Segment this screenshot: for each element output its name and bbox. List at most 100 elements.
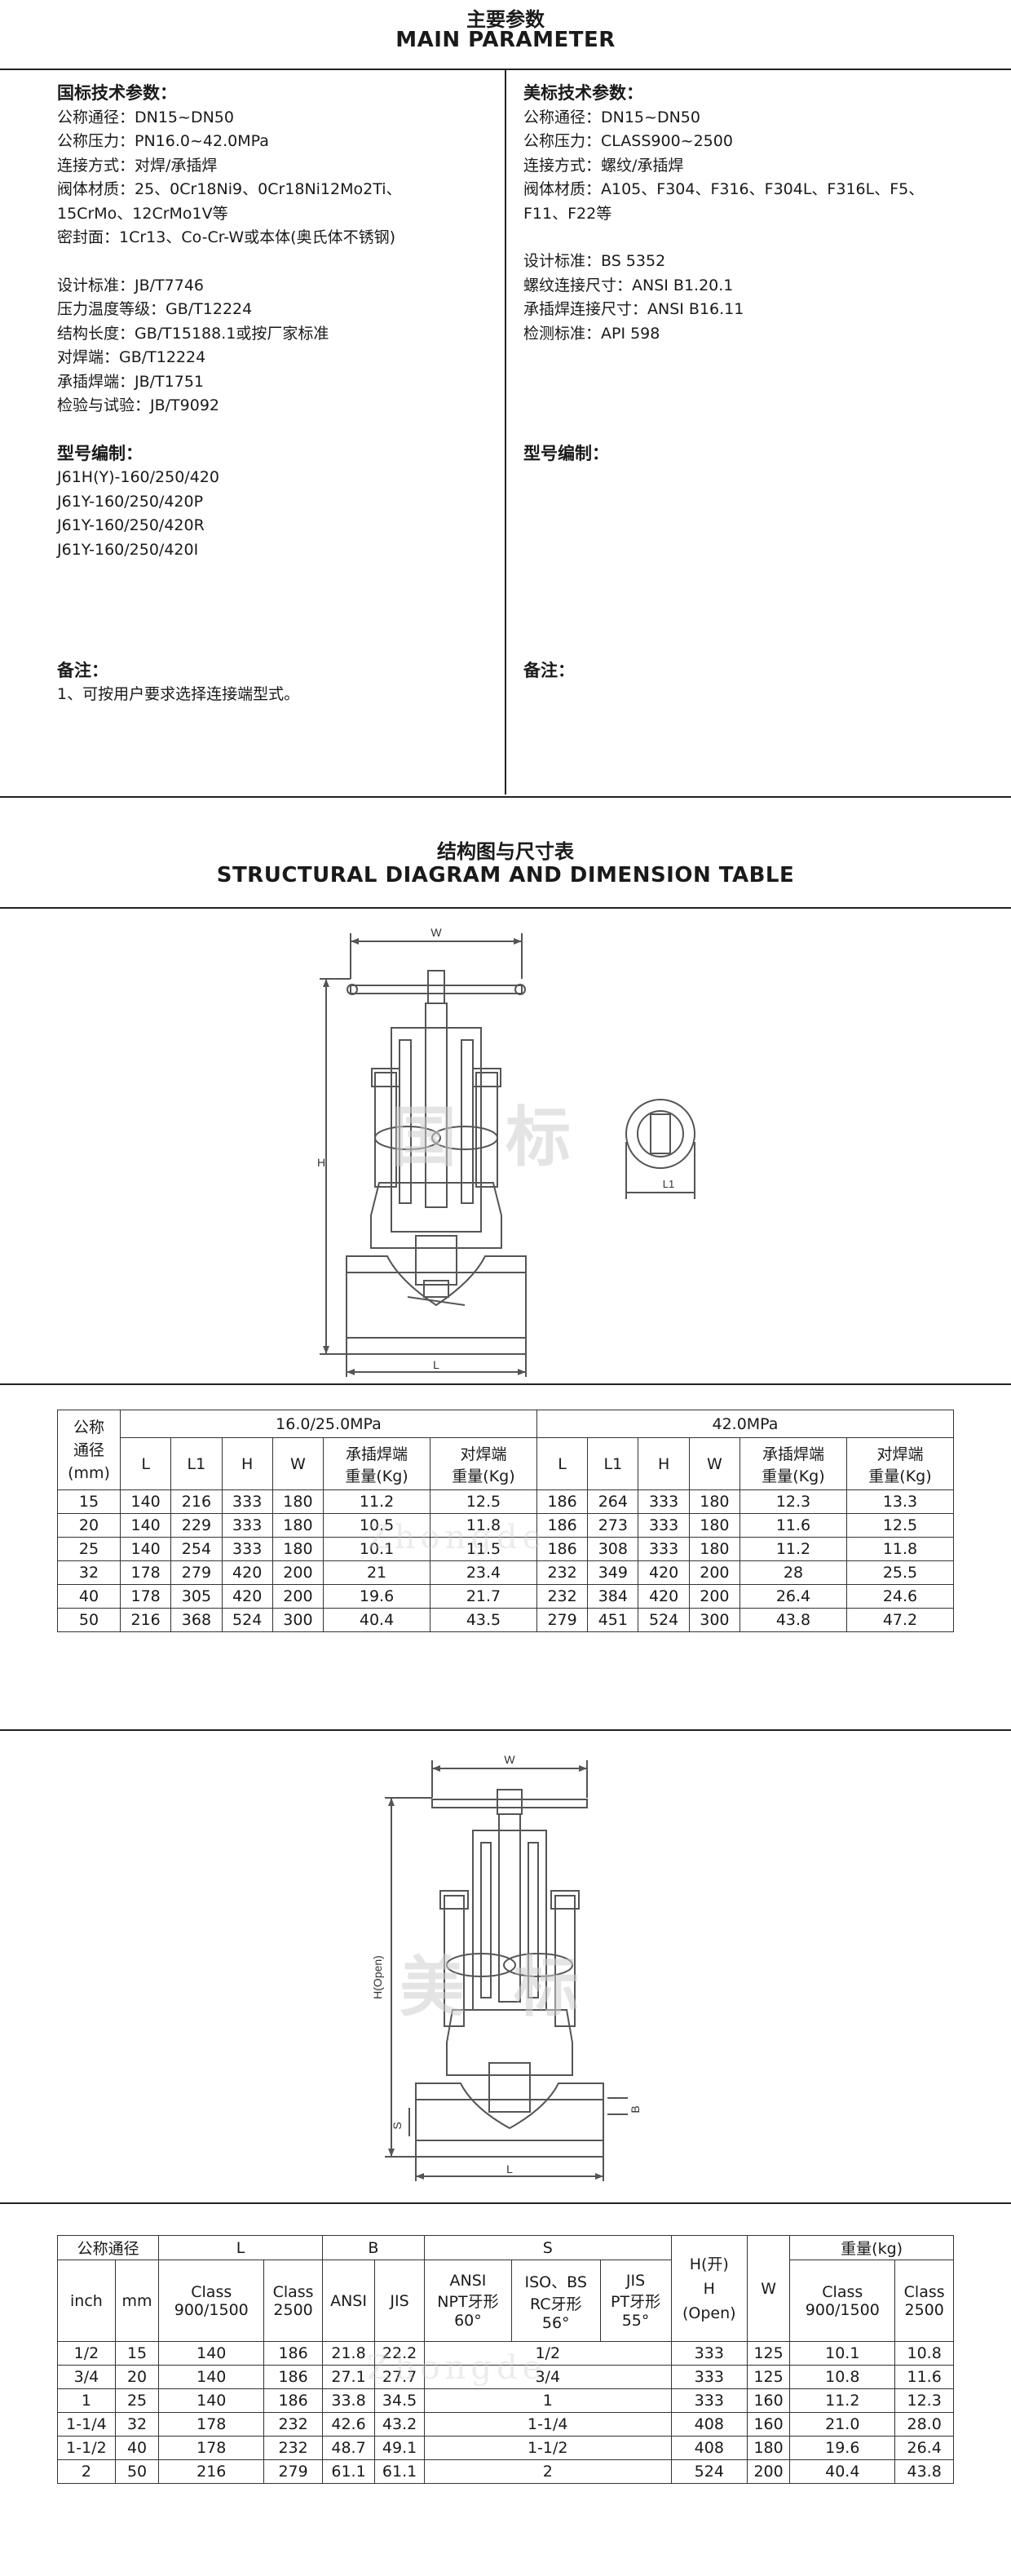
table-cell: 10.1 xyxy=(789,2341,896,2366)
ansi-model-heading: 型号编制： xyxy=(523,444,609,463)
table-cell: 2 xyxy=(423,2459,672,2484)
table-cell: 178 xyxy=(158,2436,265,2460)
col-header: ISO、BS RC牙形 56° xyxy=(510,2260,601,2342)
table-cell: 420 xyxy=(221,1560,273,1585)
table-cell: 408 xyxy=(670,2412,748,2437)
divider xyxy=(0,69,1011,70)
divider xyxy=(0,2202,1011,2204)
col-header: JIS xyxy=(374,2260,425,2342)
table-cell: 61.1 xyxy=(374,2459,425,2484)
table-cell: 333 xyxy=(670,2365,748,2389)
table-cell: 33.8 xyxy=(321,2388,376,2413)
table-cell: 333 xyxy=(638,1513,690,1538)
table-cell: 40.4 xyxy=(789,2459,896,2484)
table-cell: 180 xyxy=(272,1513,324,1538)
col-header: 对焊端 重量(Kg) xyxy=(430,1437,537,1490)
gb-heading: 国标技术参数： xyxy=(57,83,177,103)
gb-dimension-table: 公称通径(mm) 16.0/25.0MPa 42.0MPa L L1 H W 承… xyxy=(57,1410,955,1632)
ansi-std-line: 设计标准：BS 5352 xyxy=(523,252,666,270)
table-cell: 308 xyxy=(587,1537,639,1561)
table-cell: 160 xyxy=(746,2388,791,2413)
table-cell: 1/2 xyxy=(57,2341,116,2366)
table-cell: 11.6 xyxy=(739,1513,847,1538)
table-cell: 10.1 xyxy=(323,1537,430,1561)
table-cell: 1-1/2 xyxy=(57,2436,116,2460)
table-cell: 40.4 xyxy=(323,1608,430,1632)
table-cell: 28.0 xyxy=(894,2412,954,2437)
table-cell: 279 xyxy=(263,2459,323,2484)
table-cell: 40 xyxy=(57,1584,121,1609)
table-cell: 26.4 xyxy=(894,2436,954,2460)
table-cell: 125 xyxy=(746,2341,791,2366)
col-header: 对焊端 重量(Kg) xyxy=(845,1437,955,1490)
col-header: L1 xyxy=(587,1437,639,1490)
table-cell: 2 xyxy=(57,2459,116,2484)
table-cell: 186 xyxy=(263,2365,323,2389)
gb-note: 1、可按用户要求选择连接端型式。 xyxy=(57,685,300,703)
table-cell: 40 xyxy=(114,2436,160,2460)
table-cell: 10.5 xyxy=(323,1513,430,1538)
table-cell: 25.5 xyxy=(845,1560,955,1585)
col-header: H xyxy=(638,1437,690,1490)
table-cell: 180 xyxy=(272,1537,324,1561)
table-cell: 333 xyxy=(221,1513,273,1538)
table-cell: 26.4 xyxy=(739,1584,847,1609)
col-header: mm xyxy=(114,2260,160,2342)
table-cell: 21.7 xyxy=(430,1584,537,1609)
gb-note-heading: 备注： xyxy=(57,661,108,680)
ansi-std-line: 检测标准：API 598 xyxy=(523,324,660,343)
col-header: 重量(kg) xyxy=(789,2235,954,2260)
col-header: W xyxy=(688,1437,741,1490)
table-cell: 34.5 xyxy=(374,2388,425,2413)
gb-std-line: 结构长度：GB/T15188.1或按厂家标准 xyxy=(57,324,329,343)
ansi-std-line: 承插焊连接尺寸：ANSI B16.11 xyxy=(523,300,744,318)
gb-std-line: 压力温度等级：GB/T12224 xyxy=(57,300,253,318)
table-cell: 49.1 xyxy=(374,2436,425,2460)
gb-model-heading: 型号编制： xyxy=(57,443,143,463)
table-cell: 178 xyxy=(158,2412,265,2437)
table-cell: 11.8 xyxy=(845,1537,955,1561)
table-cell: 186 xyxy=(536,1489,589,1514)
col-header: Class 2500 xyxy=(263,2260,323,2342)
table-cell: 21.8 xyxy=(321,2341,376,2366)
table-cell: 273 xyxy=(587,1513,639,1538)
divider xyxy=(0,1383,1011,1385)
ansi-line: 阀体材质：A105、F304、F316、F304L、F316L、F5、 xyxy=(523,180,925,198)
table-corner: 公称通径(mm) xyxy=(57,1410,121,1490)
gb-parameters: 国标技术参数： 公称通径：DN15~DN50 公称压力：PN16.0~42.0M… xyxy=(57,82,514,562)
ansi-b-label: B xyxy=(629,2105,642,2113)
table-cell: 10.8 xyxy=(789,2365,896,2389)
table-cell: 43.8 xyxy=(739,1608,847,1632)
table-cell: 140 xyxy=(119,1513,172,1538)
col-header: W xyxy=(746,2235,791,2342)
ansi-dimension-table: 公称通径 L B S H(开) H (Open) W 重量(kg) inch m… xyxy=(56,2235,954,2484)
table-cell: 43.8 xyxy=(894,2459,954,2484)
table-cell: 3/4 xyxy=(57,2365,116,2389)
table-cell: 333 xyxy=(638,1489,690,1514)
gb-model: J61Y-160/250/420P xyxy=(57,492,204,511)
table-cell: 1-1/4 xyxy=(57,2412,116,2437)
ansi-line: 公称压力：CLASS900~2500 xyxy=(523,132,733,150)
table-cell: 24.6 xyxy=(845,1584,955,1609)
table-cell: 232 xyxy=(263,2412,323,2437)
table-cell: 27.1 xyxy=(321,2365,376,2389)
gb-w-label: W xyxy=(430,926,442,939)
table-cell: 12.3 xyxy=(739,1489,847,1514)
table-cell: 216 xyxy=(158,2459,265,2484)
table-cell: 279 xyxy=(536,1608,589,1632)
table-cell: 11.2 xyxy=(789,2388,896,2413)
col-header: 公称通径 xyxy=(56,2235,160,2260)
table-cell: 200 xyxy=(746,2459,791,2484)
structural-title-cn: 结构图与尺寸表 xyxy=(437,840,574,863)
table-cell: 216 xyxy=(119,1608,172,1632)
table-cell: 368 xyxy=(170,1608,223,1632)
table-cell: 43.2 xyxy=(374,2412,425,2437)
ansi-std-line: 螺纹连接尺寸：ANSI B1.20.1 xyxy=(523,276,734,294)
table-cell: 43.5 xyxy=(430,1608,537,1632)
col-header: inch xyxy=(57,2260,116,2342)
